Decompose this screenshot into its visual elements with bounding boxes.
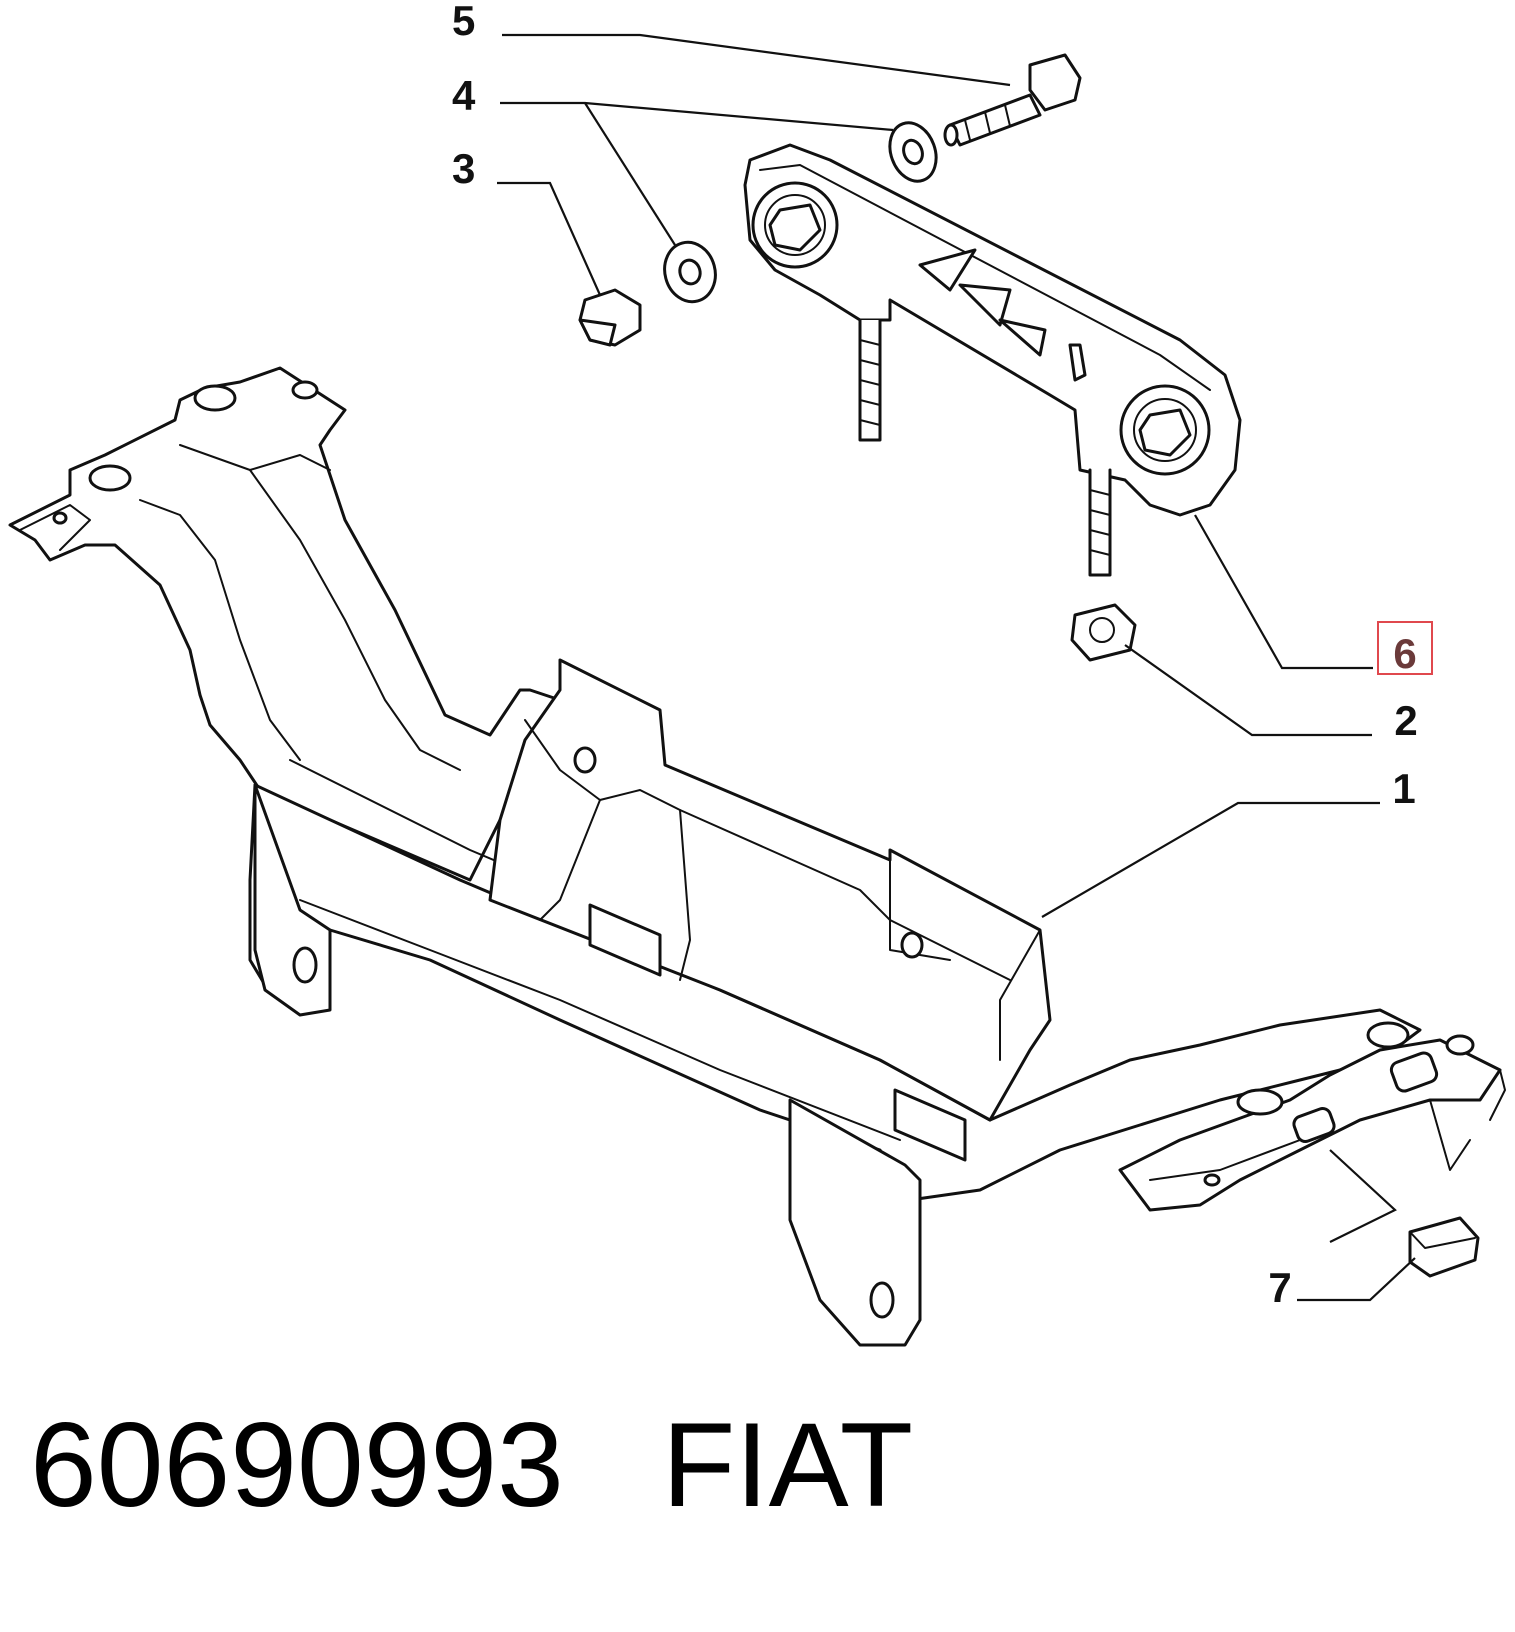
leader-1 <box>1041 801 1380 918</box>
bolt <box>943 53 1082 147</box>
leader-7-extra <box>1329 1149 1397 1243</box>
callout-4: 4 <box>452 72 476 119</box>
washer-upper <box>888 121 938 183</box>
leader-4a <box>500 101 894 132</box>
cap-nut <box>578 288 642 347</box>
callout-1: 1 <box>1392 765 1415 812</box>
leader-3 <box>497 181 602 296</box>
callout-3: 3 <box>452 145 475 192</box>
subframe-crossmember <box>8 366 1506 1347</box>
leader-7 <box>1297 1257 1416 1302</box>
callout-2: 2 <box>1394 697 1417 744</box>
washer-lower <box>663 240 717 304</box>
leader-5 <box>502 33 1011 87</box>
callout-6: 6 <box>1393 630 1416 677</box>
callout-6-highlight <box>1377 621 1433 675</box>
leader-lines <box>497 33 1416 1302</box>
leader-6 <box>1194 514 1373 670</box>
part-number: 60690993 <box>30 1398 564 1532</box>
brand-name: FIAT <box>662 1398 914 1532</box>
leader-2 <box>1124 644 1372 737</box>
engine-mount-bracket <box>743 143 1242 577</box>
rubber-plug <box>1408 1216 1480 1278</box>
callouts: 5 4 3 6 2 1 7 <box>452 0 1433 1311</box>
hex-nut <box>1070 603 1137 662</box>
callout-5: 5 <box>452 0 475 44</box>
callout-7: 7 <box>1268 1264 1291 1311</box>
leader-4b <box>584 102 676 246</box>
